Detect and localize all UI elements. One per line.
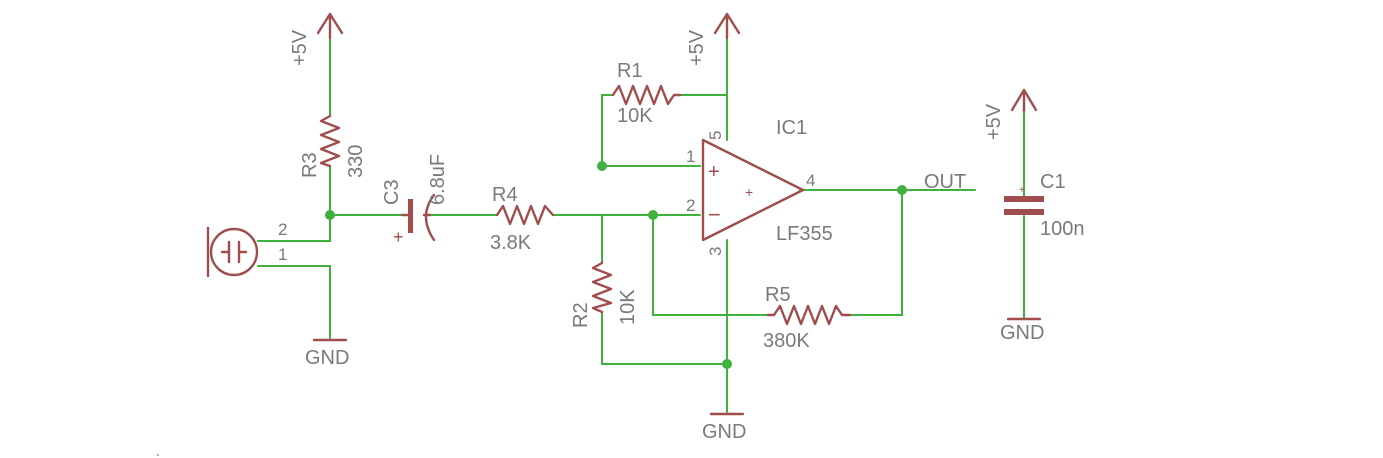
vcc-label: +5V bbox=[983, 103, 1005, 140]
stray-dot bbox=[157, 454, 159, 456]
c3-name: C3 bbox=[381, 179, 403, 205]
vcc-symbol-right: +5V bbox=[983, 88, 1038, 140]
junction-dot bbox=[325, 210, 335, 220]
r4-name: R4 bbox=[492, 184, 518, 206]
resistor-r1: R1 10K bbox=[611, 60, 682, 127]
ic-pin-4: 4 bbox=[806, 171, 815, 190]
gnd-label: GND bbox=[702, 421, 746, 443]
junction-dot bbox=[648, 210, 658, 220]
ic-part-number: LF355 bbox=[776, 223, 833, 245]
opamp-center-mark: + bbox=[745, 184, 753, 200]
gnd-symbol-opamp: GND bbox=[702, 412, 746, 443]
gnd-label: GND bbox=[305, 347, 349, 369]
gnd-label: GND bbox=[1000, 322, 1044, 344]
c3-value: 6.8uF bbox=[427, 154, 449, 205]
c1-plus-mark: + bbox=[1019, 185, 1025, 196]
c3-plus-mark: + bbox=[393, 227, 404, 247]
ic-pin-2: 2 bbox=[686, 196, 695, 215]
capacitor-c1: + C1 100n bbox=[1004, 171, 1085, 240]
microphone-symbol: 2 1 bbox=[206, 220, 287, 278]
gnd-symbol-right: GND bbox=[1000, 317, 1044, 344]
ic-pin-5: 5 bbox=[706, 131, 725, 140]
opamp-minus-input-mark: − bbox=[708, 202, 721, 227]
r1-value: 10K bbox=[617, 105, 653, 127]
r3-name: R3 bbox=[299, 152, 321, 178]
c1-name: C1 bbox=[1040, 171, 1066, 193]
resistor-r3: R3 330 bbox=[299, 114, 367, 178]
vcc-label: +5V bbox=[289, 29, 311, 66]
resistor-r2: R2 10K bbox=[570, 261, 639, 328]
r5-value: 380K bbox=[763, 330, 810, 352]
r4-value: 3.8K bbox=[490, 232, 532, 254]
r1-name: R1 bbox=[617, 60, 643, 82]
ic-name: IC1 bbox=[776, 117, 807, 139]
ic-pin-1: 1 bbox=[686, 147, 695, 166]
r2-name: R2 bbox=[570, 302, 592, 328]
ic-pin-3: 3 bbox=[706, 247, 725, 256]
vcc-symbol-left: +5V bbox=[289, 12, 344, 66]
junction-dot bbox=[597, 161, 607, 171]
c1-value: 100n bbox=[1040, 218, 1085, 240]
out-label: OUT bbox=[924, 171, 966, 193]
junctions bbox=[325, 161, 907, 369]
opamp-plus-input-mark: + bbox=[708, 161, 720, 183]
resistor-r5: R5 380K bbox=[763, 284, 852, 352]
mic-pin-1: 1 bbox=[278, 245, 287, 264]
output-net-label: OUT bbox=[924, 171, 966, 193]
r3-value: 330 bbox=[345, 145, 367, 178]
vcc-label: +5V bbox=[686, 29, 708, 66]
junction-dot bbox=[722, 359, 732, 369]
r2-value: 10K bbox=[617, 289, 639, 325]
mic-pin-2: 2 bbox=[278, 220, 287, 239]
gnd-symbol-left: GND bbox=[305, 338, 349, 369]
junction-dot bbox=[897, 185, 907, 195]
capacitor-c3: + C3 6.8uF bbox=[381, 154, 449, 247]
vcc-symbol-opamp: +5V bbox=[686, 12, 741, 66]
resistor-r4: R4 3.8K bbox=[490, 184, 555, 254]
r5-name: R5 bbox=[765, 284, 791, 306]
wires bbox=[257, 37, 1025, 413]
opamp-ic1: + − + 1 2 4 5 3 IC1 LF355 bbox=[686, 117, 833, 256]
